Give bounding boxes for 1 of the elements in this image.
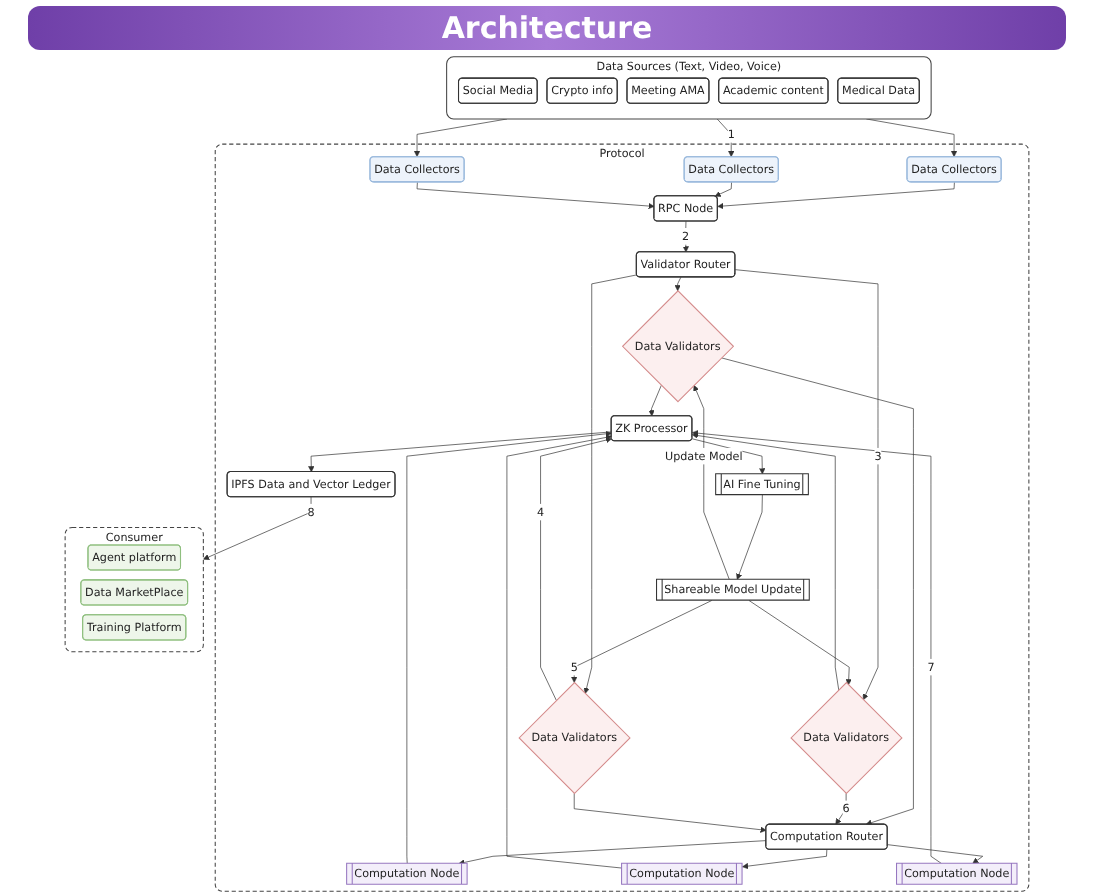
diagram-title: Architecture [28,6,1066,50]
